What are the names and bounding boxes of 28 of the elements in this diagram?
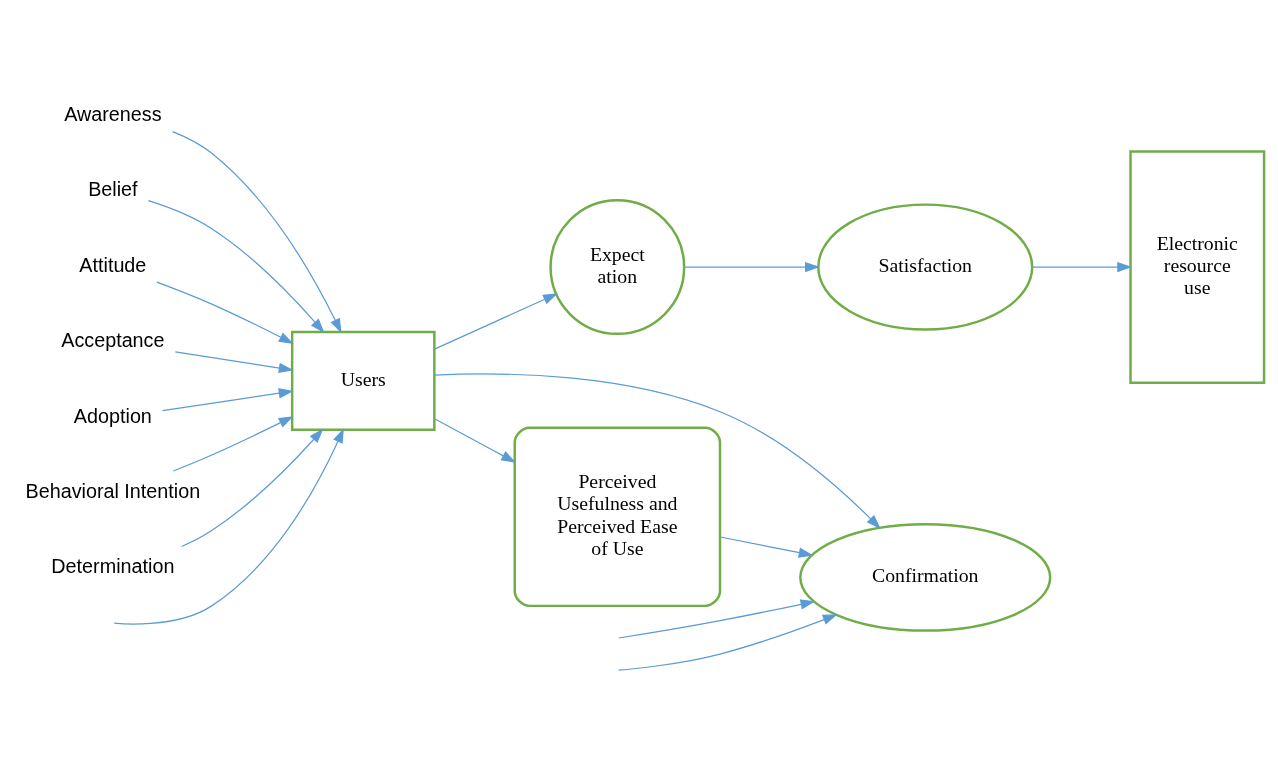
arrow (174, 351, 294, 374)
arrow (433, 373, 881, 530)
arrow (433, 293, 558, 350)
node-text: Acceptance (61, 329, 165, 352)
node-circle: Expect ation (549, 199, 686, 336)
arrow (171, 131, 342, 334)
node-ellipse: Satisfaction (817, 203, 1034, 331)
arrow (618, 599, 816, 639)
arrow (433, 418, 517, 463)
node-text: Attitude (79, 253, 147, 276)
arrow (161, 388, 294, 412)
node-box: Electronic resource use (1129, 150, 1266, 384)
arrow (180, 428, 324, 548)
arrow (719, 536, 814, 558)
arrow (172, 416, 294, 472)
node-text: Belief (88, 178, 138, 201)
arrow (618, 614, 838, 671)
node-text: Behavioral Intention (25, 480, 201, 503)
node-text: Determination (51, 555, 175, 578)
arrow (156, 281, 294, 344)
arrow (113, 428, 344, 625)
arrow (147, 200, 325, 334)
node-box: Users (290, 330, 436, 431)
arrow (683, 261, 820, 273)
node-text: Awareness (64, 102, 162, 125)
node-box: Perceived Usefulness and Perceived Ease of Use (513, 426, 722, 608)
node-text: Adoption (73, 404, 152, 427)
arrow (1031, 261, 1133, 273)
